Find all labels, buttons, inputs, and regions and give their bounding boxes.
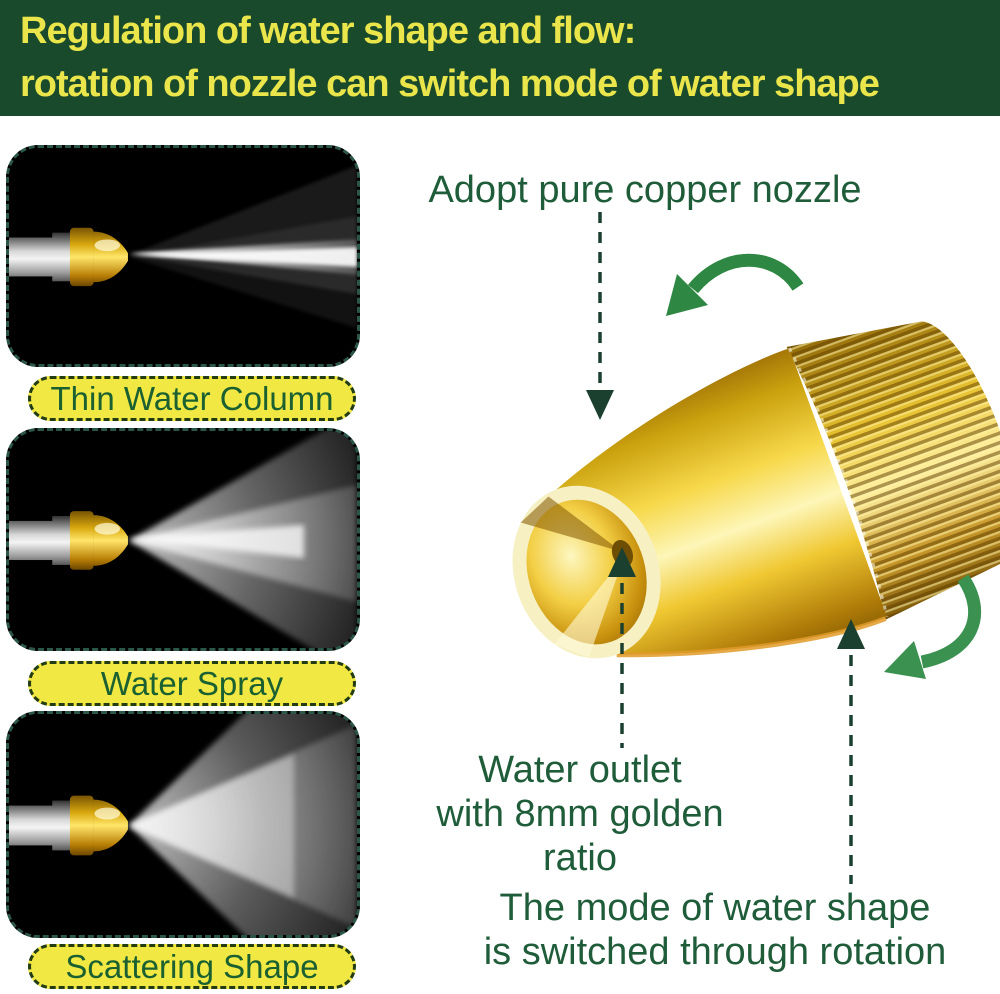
callout-water-outlet: Water outlet with 8mm golden ratio [400,748,760,880]
callout-line-rotation [837,619,865,884]
copper-nozzle-photo [512,321,1000,659]
rotation-arrow-bottom [884,574,982,679]
spray-photo-thin-column [6,145,360,367]
callout-adopt-text: Adopt pure copper nozzle [428,169,862,211]
mode-label-scattering-shape: Scattering Shape [28,944,356,989]
spray-photo-thin-column-graphic [9,148,357,364]
spray-photo-water-spray-graphic [9,431,357,648]
nozzle-outlet-hole [611,540,634,568]
callout-adopt-copper-nozzle: Adopt pure copper nozzle [405,168,885,212]
mode-label-text: Water Spray [100,664,284,702]
nozzle-outlet-ring [512,485,661,659]
rotation-arrow-top [666,253,804,316]
callout-rotation-mode: The mode of water shape is switched thro… [455,886,975,974]
callout-line-adopt [586,212,614,420]
banner: Regulation of water shape and flow: rota… [0,0,1000,116]
callout-outlet-line1: Water outlet [478,749,682,791]
mode-label-text: Scattering Shape [65,947,319,985]
mode-label-thin-water-column: Thin Water Column [28,376,356,421]
callout-mode-line2: is switched through rotation [483,931,947,973]
mode-label-water-spray: Water Spray [28,661,356,706]
callout-outlet-line2: with 8mm golden ratio [436,793,724,879]
mode-label-text: Thin Water Column [50,379,334,417]
callout-mode-line1: The mode of water shape [499,887,931,929]
banner-line-2: rotation of nozzle can switch mode of wa… [20,63,880,105]
spray-photo-scattering [6,711,360,938]
spray-photo-water-spray [6,428,360,651]
callout-line-outlet [608,547,636,748]
spray-photo-scattering-graphic [9,714,357,935]
banner-line-1: Regulation of water shape and flow: [20,10,636,52]
